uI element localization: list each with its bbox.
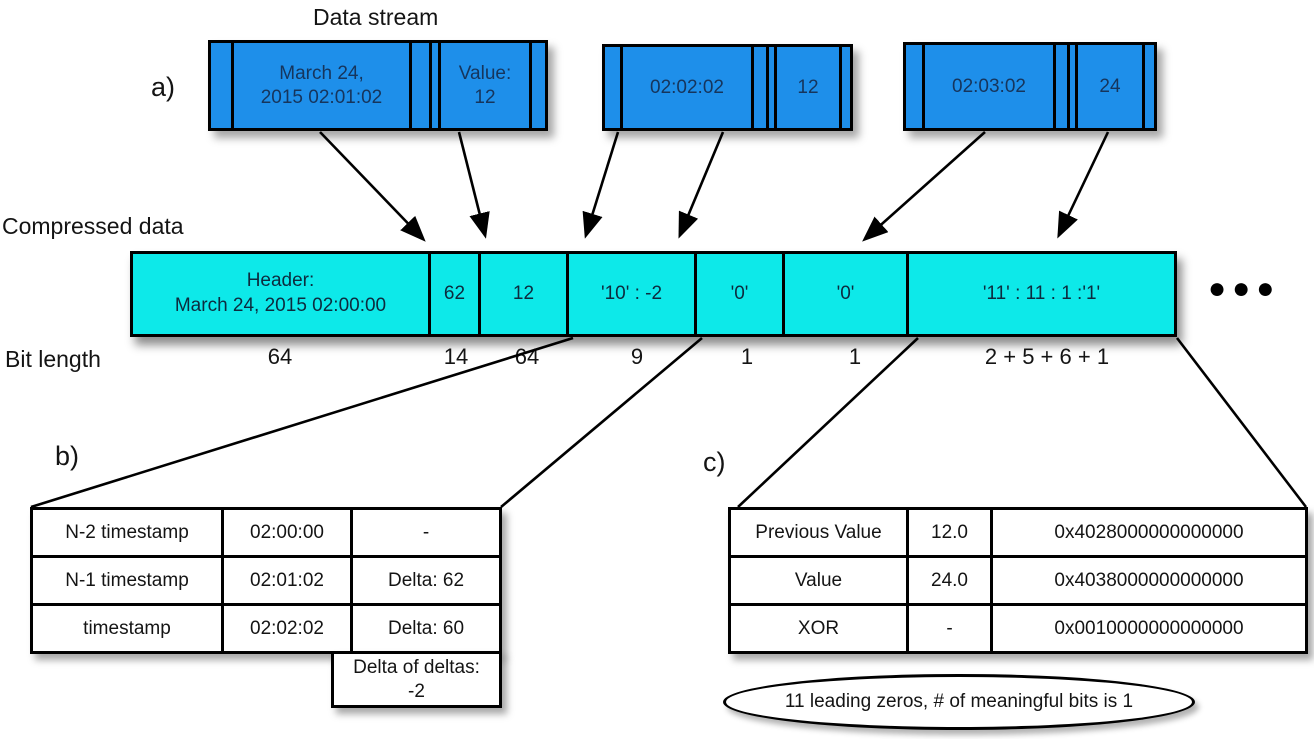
stream-timestamp-3: 02:03:02	[925, 45, 1056, 128]
stream-block-1: March 24, 2015 02:01:02 Value: 12	[208, 40, 548, 131]
compressed-cell-zero-bit-1: '0'	[697, 254, 785, 334]
bit-length-zero-2: 1	[848, 344, 862, 369]
arrow-value2-to-zero	[678, 131, 725, 239]
label-c: c)	[703, 447, 726, 477]
table-cell: 0x4038000000000000	[990, 555, 1308, 606]
arrow-timestamp3-to-zero	[862, 131, 986, 242]
table-cell: N-1 timestamp	[30, 555, 224, 606]
xor-value-table: Previous Value 12.0 0x4028000000000000 V…	[728, 507, 1308, 654]
bit-length-title: Bit length	[5, 346, 101, 372]
arrow-timestamp2-to-dod	[582, 131, 620, 239]
delta-of-deltas-note: Delta of deltas: -2	[331, 651, 502, 708]
table-cell: Delta: 62	[350, 555, 502, 606]
compressed-cell-zero-bit-2: '0'	[785, 254, 909, 334]
table-cell: Value	[728, 555, 909, 606]
arrow-value1-to-cell	[457, 131, 490, 239]
arrow-timestamp1-to-delta	[319, 131, 426, 242]
stream-partial-cell	[532, 43, 545, 128]
stream-partial-cell	[842, 47, 850, 128]
table-row: N-2 timestamp 02:00:00 -	[30, 507, 502, 558]
table-cell: 02:02:02	[221, 603, 353, 654]
table-cell: N-2 timestamp	[30, 507, 224, 558]
table-cell: -	[906, 603, 993, 654]
compressed-cell-value-12: 12	[481, 254, 569, 334]
table-row: Value 24.0 0x4038000000000000	[728, 555, 1308, 606]
compressed-cell-delta-62: 62	[431, 254, 481, 334]
stream-partial-cell	[211, 43, 234, 128]
compressed-cell-delta-of-deltas: '10' : -2	[569, 254, 697, 334]
table-cell: 0x4028000000000000	[990, 507, 1308, 558]
stream-block-2: 02:02:02 12	[602, 44, 853, 131]
table-cell: 12.0	[906, 507, 993, 558]
bit-length-header: 64	[267, 344, 293, 369]
label-b: b)	[55, 441, 80, 471]
compressed-data-title: Compressed data	[2, 213, 184, 239]
table-row: Previous Value 12.0 0x4028000000000000	[728, 507, 1308, 558]
stream-value-2: 12	[777, 47, 842, 128]
arrow-value3-to-xor	[1057, 131, 1110, 239]
bit-length-xor: 2 + 5 + 6 + 1	[984, 344, 1110, 369]
table-cell: timestamp	[30, 603, 224, 654]
stream-partial-cell	[412, 43, 432, 128]
stream-partial-cell	[906, 45, 925, 128]
stream-timestamp-2: 02:02:02	[623, 47, 754, 128]
table-cell: Previous Value	[728, 507, 909, 558]
stream-partial-cell	[1056, 45, 1070, 128]
table-cell: Delta: 60	[350, 603, 502, 654]
stream-record-break	[432, 43, 441, 128]
stream-record-break	[769, 47, 777, 128]
table-cell: -	[350, 507, 502, 558]
table-row: timestamp 02:02:02 Delta: 60	[30, 603, 502, 654]
compressed-cell-xor-encoded: '11' : 11 : 1 :'1'	[909, 254, 1174, 334]
table-cell: 02:01:02	[221, 555, 353, 606]
compressed-row: Header: March 24, 2015 02:00:00 62 12 '1…	[130, 251, 1177, 337]
stream-value-1: Value: 12	[441, 43, 532, 128]
stream-partial-cell	[754, 47, 769, 128]
continuation-dots-icon: ●●●	[1208, 272, 1281, 305]
stream-partial-cell	[1145, 45, 1154, 128]
table-row: XOR - 0x0010000000000000	[728, 603, 1308, 654]
leading-zeros-callout: 11 leading zeros, # of meaningful bits i…	[723, 674, 1195, 730]
stream-block-3: 02:03:02 24	[903, 42, 1157, 131]
table-row: N-1 timestamp 02:01:02 Delta: 62	[30, 555, 502, 606]
compressed-cell-header: Header: March 24, 2015 02:00:00	[133, 254, 431, 334]
stream-record-break	[1070, 45, 1078, 128]
timestamp-delta-table: N-2 timestamp 02:00:00 - N-1 timestamp 0…	[30, 507, 502, 654]
leader-line-c-right	[1175, 337, 1308, 508]
stream-partial-cell	[605, 47, 623, 128]
table-cell: XOR	[728, 603, 909, 654]
stream-value-3: 24	[1078, 45, 1145, 128]
table-cell: 24.0	[906, 555, 993, 606]
stream-timestamp-1: March 24, 2015 02:01:02	[234, 43, 412, 128]
table-cell: 02:00:00	[221, 507, 353, 558]
table-cell: 0x0010000000000000	[990, 603, 1308, 654]
label-a: a)	[151, 72, 176, 102]
data-stream-title: Data stream	[313, 4, 439, 30]
